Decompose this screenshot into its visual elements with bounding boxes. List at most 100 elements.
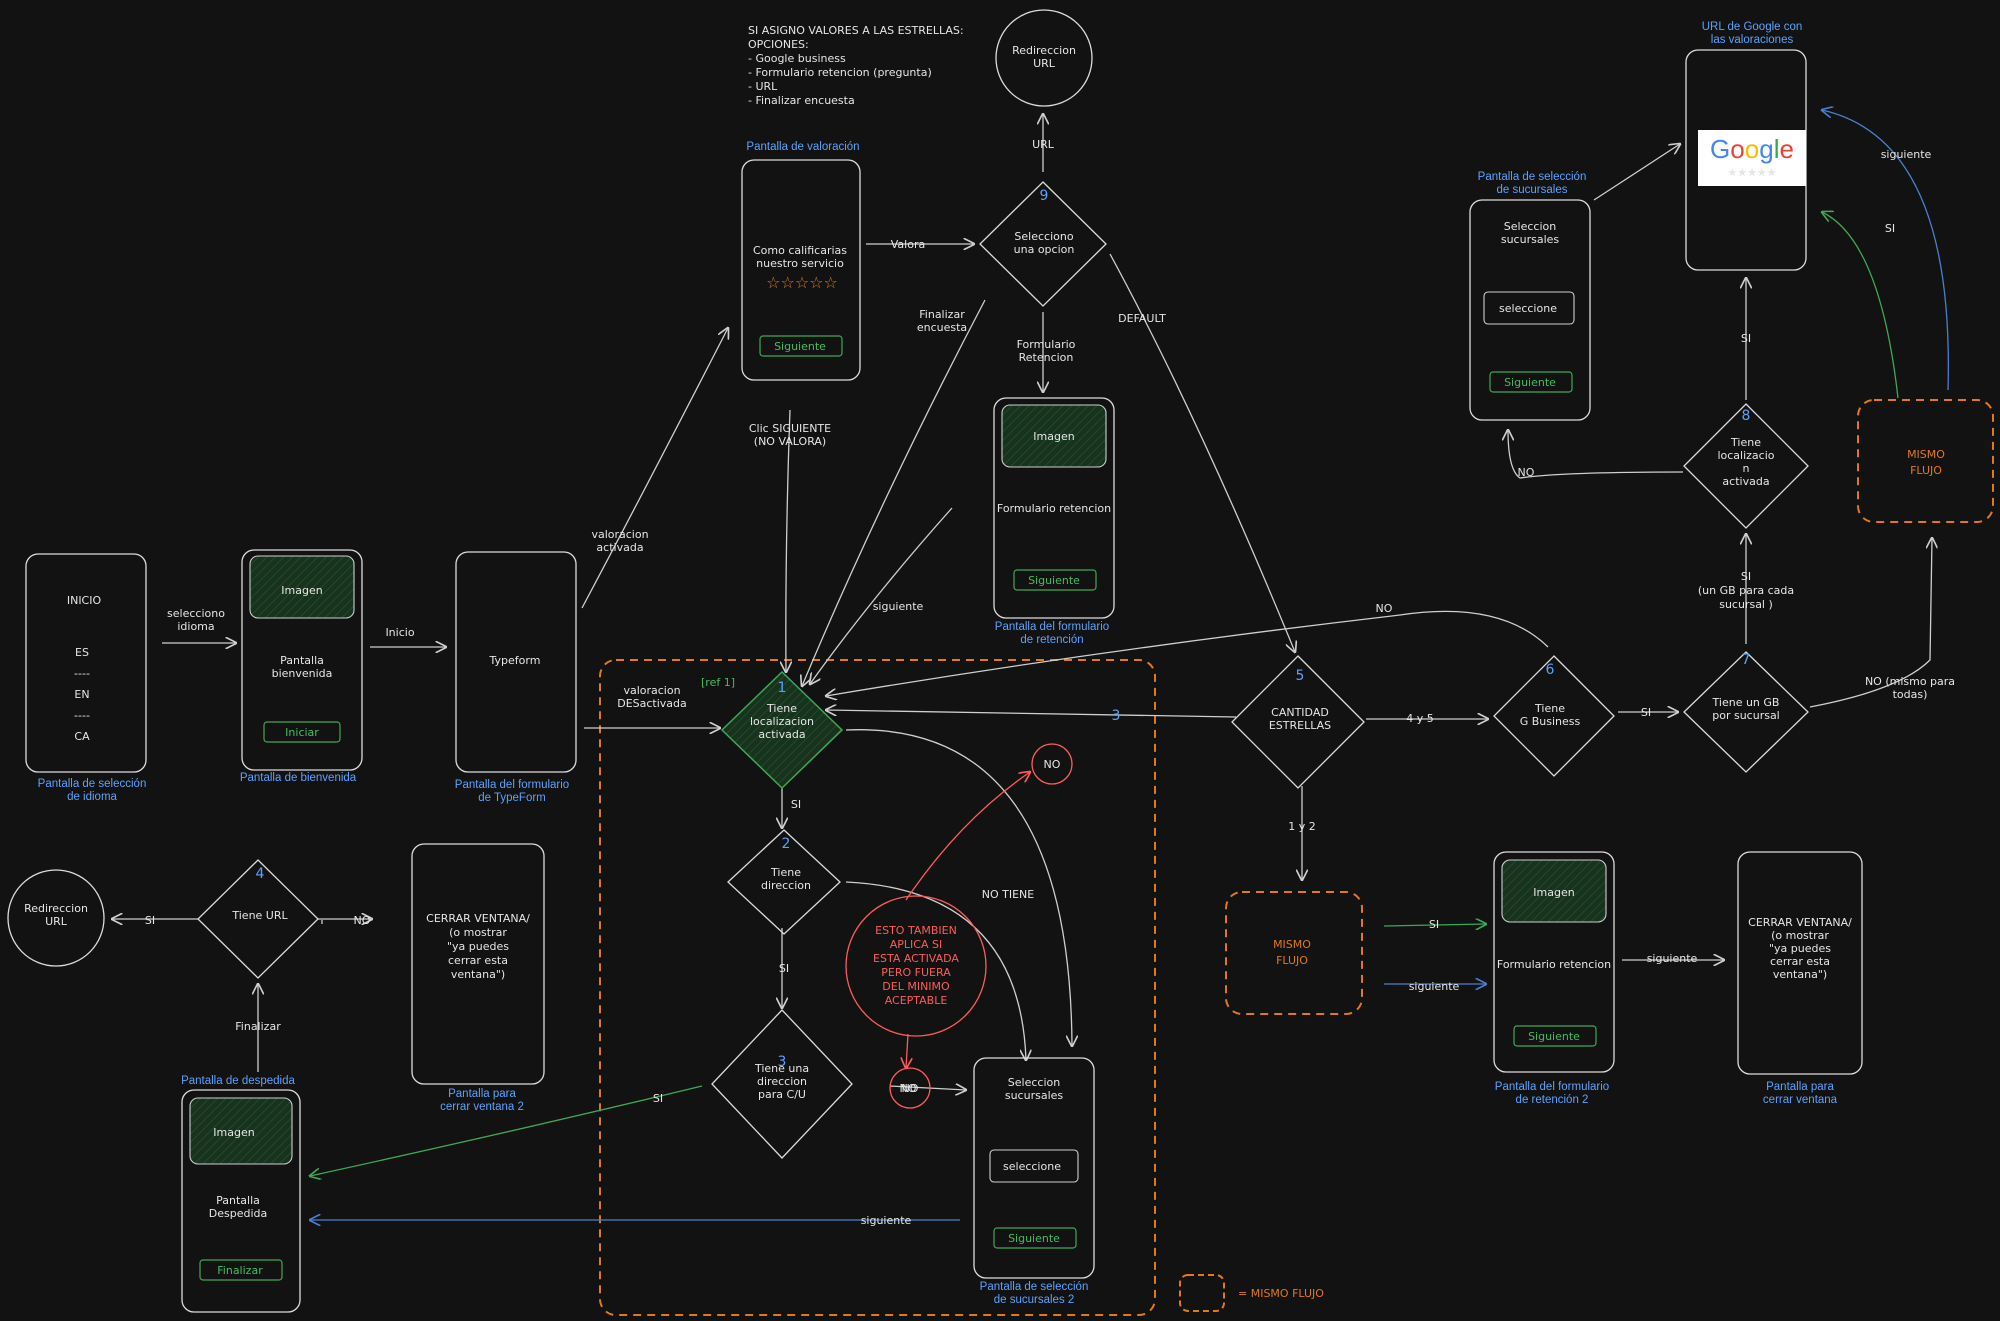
sucursales-select-label: seleccione [1499,302,1557,315]
no-circle-top-label: NO [1044,758,1061,771]
decision-1-ref: [ref 1] [701,676,735,689]
edge-un-gb-line-2: (un GB para cada [1698,584,1794,597]
sucursales-2-caption-line-1: Pantalla de selección [980,1281,1089,1293]
no-circle-top [1031,743,1073,785]
decision-1-text-line-3: activada [758,728,805,741]
inicio-lang-line-3: EN [74,688,89,701]
edge-inicio: Inicio [385,626,414,639]
edge-default: DEFAULT [1118,312,1166,325]
legend-box [1179,1274,1225,1312]
screen-valoracion [741,159,861,381]
mismo-flujo-bottom-text-line-2: FLUJO [1276,954,1308,967]
sucursales-2-select-label: seleccione [1003,1160,1061,1173]
retencion-2-caption-line-2: de retención 2 [1516,1094,1589,1106]
redireccion-url-top-text-line-2: URL [1033,57,1056,70]
sucursales-2-select[interactable] [989,1149,1079,1183]
edge-siguiente-retencion-2: siguiente [1409,980,1460,993]
sucursales-siguiente-button[interactable] [1489,371,1573,393]
decision-7-text-line-2: por sucursal [1712,709,1780,722]
retencion-image-label: Imagen [1033,430,1074,443]
edge-si-2: SI [779,962,789,975]
legend-text: = MISMO FLUJO [1238,1287,1324,1300]
retencion-2-siguiente-button[interactable] [1513,1025,1597,1047]
decision-2-text-line-1: Tiene [770,866,801,879]
redireccion-url-top [995,9,1093,107]
sucursales-text-line-2: sucursales [1501,233,1560,246]
decision-4-text: Tiene URL [231,909,288,922]
despedida-text-line-2: Despedida [209,1207,267,1220]
edge-formulario-retencion-line-1: Formulario [1017,338,1076,351]
edge-siguiente-despedida: siguiente [861,1214,912,1227]
typeform-caption-line-1: Pantalla del formulario [455,779,569,791]
decision-9 [979,181,1107,307]
retencion-siguiente-button[interactable] [1013,569,1097,591]
decision-8-number: 8 [1742,408,1751,424]
inicio-caption-line-2: de idioma [67,791,117,803]
no-circle-bottom-label: NO [902,1082,919,1095]
warning-text-line-4: PERO FUERA [881,966,951,979]
cerrar-2-text-line-2: (o mostrar [449,926,507,939]
mismo-flujo-box-bottom [1225,891,1363,1015]
edge-tres: 3 [1112,708,1121,724]
sucursales-select[interactable] [1483,291,1575,325]
warning-text-line-2: APLICA SI [890,938,942,951]
cerrar-2-text-line-3: "ya puedes [447,940,509,953]
valoracion-text-line-2: nuestro servicio [756,257,844,270]
decision-1-text-line-2: localizacion [750,715,814,728]
retencion-2-button-label: Siguiente [1528,1030,1580,1043]
edge-si-8: SI [1741,332,1751,345]
valoracion-stars: ☆☆☆☆☆ [766,273,838,292]
despedida-caption: Pantalla de despedida [181,1075,295,1087]
decision-3-text-line-3: para C/U [758,1088,806,1101]
valoracion-siguiente-button[interactable] [759,335,843,357]
screen-sucursales-2 [973,1057,1095,1279]
redireccion-url-left [7,869,105,967]
decision-1-text-line-1: Tiene [766,702,797,715]
note-item-line-2: - Formulario retencion (pregunta) [748,66,932,79]
edge-si-url: SI [145,914,155,927]
bienvenida-image [249,555,355,619]
decision-2-number: 2 [782,836,791,852]
note-item-line-3: - URL [748,80,778,93]
sucursales-2-siguiente-button[interactable] [993,1227,1077,1249]
screen-cerrar-2 [411,843,545,1085]
decision-5 [1231,655,1365,789]
decision-6 [1493,655,1615,777]
edge-siguiente-retencion: siguiente [873,600,924,613]
edge-finalizar: Finalizar [235,1020,281,1033]
edge-valora: Valora [891,238,925,251]
decision-4 [197,859,319,979]
edge-selecciono-idioma-line-2: idioma [177,620,214,633]
edge-valoracion-activada-line-2: activada [596,541,643,554]
iniciar-button[interactable] [263,721,341,743]
cerrar-2-caption-line-2: cerrar ventana 2 [440,1101,524,1113]
edge-no-mismo-line-2: todas) [1893,688,1928,701]
cerrar-2-text-line-5: ventana") [451,968,505,981]
edge-no-8: NO [1518,466,1535,479]
decision-5-text-line-1: CANTIDAD [1271,706,1329,719]
inicio-lang-line-2: ---- [74,667,90,680]
decision-9-number: 9 [1040,188,1049,204]
edge-url: URL [1032,138,1055,151]
finalizar-button-label: Finalizar [217,1264,263,1277]
decision-2 [727,829,841,935]
retencion-caption-line-1: Pantalla del formulario [995,621,1109,633]
edge-no-3: NO [900,1082,917,1095]
cerrar-text-line-3: "ya puedes [1769,942,1831,955]
warning-text-line-6: ACEPTABLE [885,994,948,1007]
despedida-image [189,1097,293,1165]
edge-formulario-retencion-line-2: Retencion [1019,351,1074,364]
cerrar-caption-line-2: cerrar ventana [1763,1094,1838,1106]
google-stars: ★★★★★ [1727,166,1776,179]
sucursales-2-text-line-2: sucursales [1005,1089,1064,1102]
decision-7-text-line-1: Tiene un GB [1712,696,1780,709]
decision-7 [1683,651,1809,773]
note-title: SI ASIGNO VALORES A LAS ESTRELLAS: [748,24,964,37]
decision-6-text-line-1: Tiene [1534,702,1565,715]
mismo-flujo-right-text-line-2: FLUJO [1910,464,1942,477]
retencion-button-label: Siguiente [1028,574,1080,587]
finalizar-button[interactable] [199,1259,283,1281]
group-box-main [599,659,1156,1316]
screen-retencion [993,397,1115,619]
